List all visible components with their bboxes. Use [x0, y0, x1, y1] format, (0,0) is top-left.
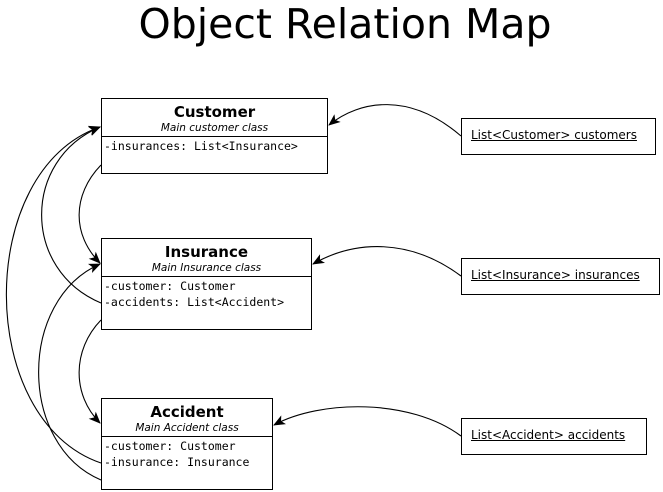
- arrow-customer-to-insurance: [78, 164, 102, 264]
- accident-class-box: Accident Main Accident class -customer: …: [101, 398, 273, 490]
- customers-list-box: List<Customer> customers: [461, 118, 656, 155]
- arrow-insurances-list-to-insurance: [312, 246, 462, 277]
- class-attributes: -customer: Customer -insurance: Insuranc…: [102, 436, 272, 471]
- insurances-list-box: List<Insurance> insurances: [461, 258, 660, 295]
- attribute: -accidents: List<Accident>: [104, 295, 285, 309]
- attribute: -customer: Customer: [104, 279, 236, 293]
- class-description: Main Accident class: [135, 422, 239, 434]
- attribute: -insurance: Insurance: [104, 455, 250, 469]
- attribute: -customer: Customer: [104, 439, 236, 453]
- list-label: List<Accident> accidents: [471, 428, 626, 442]
- arrow-accidents-list-to-accident: [273, 406, 462, 437]
- diagram-title: Object Relation Map: [138, 0, 552, 48]
- insurance-class-box: Insurance Main Insurance class -customer…: [101, 238, 312, 330]
- arrow-customers-list-to-customer: [328, 104, 462, 137]
- class-name: Accident: [150, 403, 224, 421]
- customer-class-box: Customer Main customer class -insurances…: [101, 98, 328, 174]
- class-description: Main Insurance class: [151, 262, 262, 274]
- class-name: Customer: [173, 103, 256, 121]
- class-attributes: -insurances: List<Insurance>: [102, 136, 327, 155]
- accidents-list-box: List<Accident> accidents: [461, 418, 647, 455]
- class-name: Insurance: [164, 243, 249, 261]
- arrow-accident-to-customer: [5, 125, 102, 464]
- class-description: Main customer class: [160, 122, 269, 134]
- list-label: List<Customer> customers: [471, 128, 637, 142]
- list-label: List<Insurance> insurances: [471, 268, 640, 282]
- arrow-insurance-to-customer: [41, 126, 102, 304]
- attribute: -insurances: List<Insurance>: [104, 139, 298, 153]
- arrow-insurance-to-accident: [78, 319, 102, 424]
- class-attributes: -customer: Customer -accidents: List<Acc…: [102, 276, 311, 311]
- arrow-accident-to-insurance: [38, 263, 102, 481]
